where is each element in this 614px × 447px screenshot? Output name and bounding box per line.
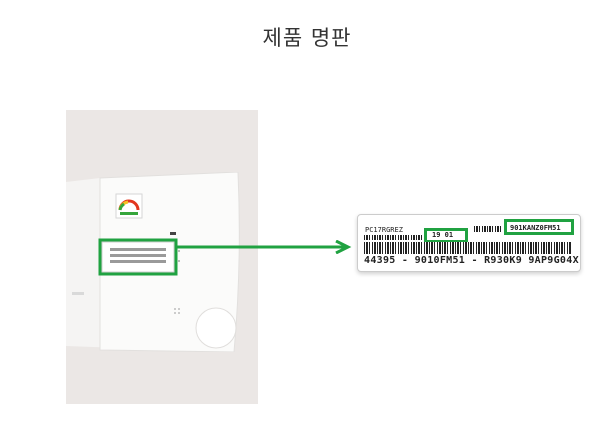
- barcode-small-left: [364, 235, 424, 240]
- date-highlight: [424, 228, 468, 243]
- arrow-right-icon: [176, 240, 352, 254]
- label-bottom-text: 44395 - 9010FM51 - R930K9 9AP9G04X: [364, 255, 579, 266]
- barcode-small-mid: [474, 226, 502, 232]
- page-title: 제품 명판: [262, 26, 352, 50]
- air-conditioner-unit: [66, 172, 240, 352]
- barcode-main: [364, 242, 572, 254]
- serial-highlight: [504, 219, 574, 235]
- nameplate-zoom: PC17RGREZ 19 01 901KANZ0FM51 44395 - 901…: [357, 214, 581, 272]
- serial-code: 901KANZ0FM51: [510, 224, 561, 232]
- model-code: PC17RGREZ: [365, 226, 403, 234]
- date-code: 19 01: [432, 231, 454, 239]
